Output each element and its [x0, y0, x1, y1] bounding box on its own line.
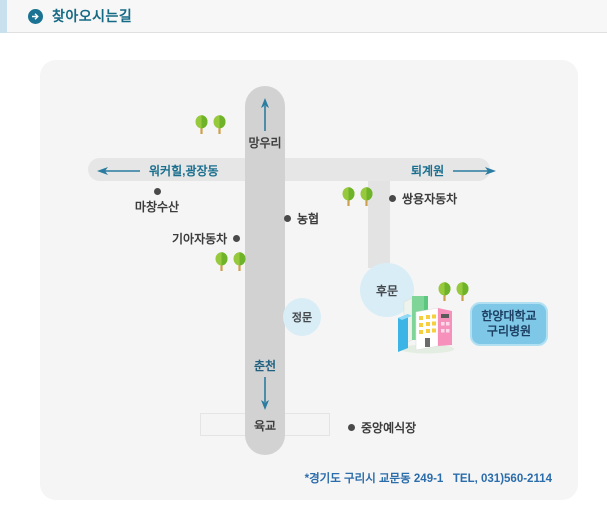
dot-marker-icon — [233, 235, 241, 242]
tree-icon — [438, 282, 469, 302]
tree-icon — [342, 187, 373, 207]
direction-west: 워커힐,광장동 — [96, 162, 219, 179]
dot-marker-icon — [153, 188, 161, 195]
down-arrow-icon — [259, 376, 271, 415]
page-header: 찾아오시는길 — [0, 0, 607, 33]
landmark-machang: 마창수산 — [128, 188, 186, 215]
page-title: 찾아오시는길 — [52, 8, 133, 24]
landmark-label: 기아자동차 — [172, 232, 228, 246]
destination-badge: 한양대학교 구리병원 — [470, 302, 548, 346]
tree-icon — [215, 252, 246, 272]
road-label-east: 퇴계원 — [411, 164, 445, 178]
landmark-label: 농협 — [297, 212, 320, 226]
dot-marker-icon — [284, 215, 291, 222]
direction-east: 퇴계원 — [411, 162, 497, 179]
dot-marker-icon — [389, 195, 396, 202]
landmark-label: 마창수산 — [134, 200, 180, 214]
hospital-building-icon — [396, 290, 458, 359]
road-label-south: 춘천 — [253, 359, 277, 373]
arrow-circle-icon — [28, 8, 43, 24]
directions-map: 망우리 춘천 육교 워커힐,광장동 퇴계원 마 — [40, 60, 578, 500]
landmark-kia: 기아자동차 — [172, 230, 241, 247]
tree-icon — [195, 115, 226, 135]
landmark-nonghyup: 농협 — [284, 210, 319, 227]
address-text: *경기도 구리시 교문동 249-1 TEL, 031)560-2114 — [304, 473, 552, 485]
left-arrow-icon — [97, 166, 140, 175]
road-label-overpass: 육교 — [253, 419, 277, 433]
landmark-label: 중앙예식장 — [361, 421, 417, 435]
back-gate-road — [368, 160, 390, 268]
horizontal-road — [88, 158, 490, 181]
destination-name-line2: 구리병원 — [486, 324, 532, 338]
right-arrow-icon — [453, 166, 497, 175]
road-label-west: 워커힐,광장동 — [149, 164, 219, 178]
dot-marker-icon — [348, 424, 355, 431]
header-accent-strip — [0, 0, 7, 33]
main-gate-circle: 정문 — [283, 298, 321, 336]
destination-name-line1: 한양대학교 — [481, 309, 537, 323]
up-arrow-icon — [259, 98, 271, 137]
landmark-wedding: 중앙예식장 — [348, 419, 416, 436]
landmark-label: 쌍용자동차 — [402, 192, 458, 206]
road-label-north: 망우리 — [248, 136, 282, 150]
landmark-ssangyong: 쌍용자동차 — [389, 190, 457, 207]
